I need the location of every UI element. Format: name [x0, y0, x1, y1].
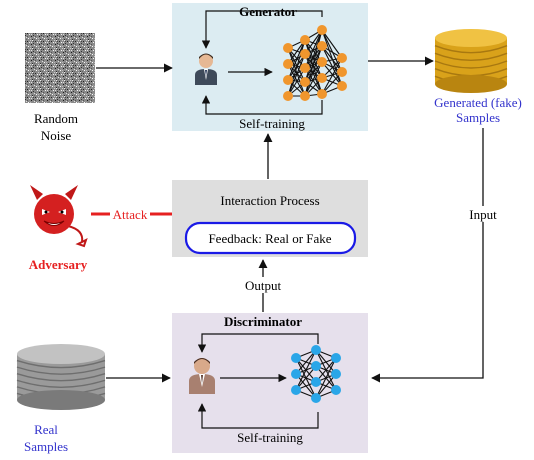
discriminator-self-training-label: Self-training: [237, 430, 303, 445]
network-edge: [315, 357, 337, 383]
network-node: [331, 385, 341, 395]
network-edge: [304, 45, 323, 97]
network-node: [300, 77, 310, 87]
discriminator-panel: Discriminator Self-training: [172, 313, 368, 453]
network-edge: [287, 39, 306, 97]
network-node: [311, 345, 321, 355]
network-node: [311, 393, 321, 403]
network-edge: [304, 39, 323, 95]
network-node: [331, 353, 341, 363]
network-node: [311, 361, 321, 371]
network-edge: [287, 47, 306, 83]
generator-network-icon: [283, 25, 347, 101]
feedback-box: [184, 221, 357, 255]
network-node: [317, 25, 327, 35]
network-edge: [295, 365, 317, 391]
network-node: [300, 91, 310, 101]
network-edge: [315, 373, 337, 399]
input-connector-label: Input: [469, 207, 497, 222]
attack-label: Attack: [113, 207, 148, 222]
network-edge: [287, 67, 306, 97]
discriminator-person-icon: [189, 358, 215, 394]
network-edge: [287, 53, 306, 97]
network-node: [291, 353, 301, 363]
network-node: [317, 41, 327, 51]
network-node: [283, 91, 293, 101]
network-node: [317, 57, 327, 67]
network-node: [300, 63, 310, 73]
network-node: [337, 53, 347, 63]
input-label-bg: [463, 206, 503, 222]
interaction-title: Interaction Process: [220, 193, 319, 208]
output-connector-label: Output: [245, 278, 282, 293]
adversary-label: Adversary: [29, 257, 88, 272]
network-node: [291, 385, 301, 395]
network-node: [317, 89, 327, 99]
generated-samples-label-line1: Generated (fake): [434, 95, 522, 110]
output-label-bg: [240, 277, 286, 293]
network-node: [337, 81, 347, 91]
generated-to-discriminator-connector: [371, 128, 484, 383]
discriminator-title: Discriminator: [224, 314, 302, 329]
generated-samples-label-line2: Samples: [456, 110, 500, 125]
generator-self-training-return: [201, 95, 323, 115]
network-node: [283, 43, 293, 53]
generated-samples-database-icon: [434, 29, 508, 93]
interaction-process-panel: Interaction Process Feedback: Real or Fa…: [172, 180, 368, 257]
database-stripe: [16, 366, 106, 375]
network-node: [331, 369, 341, 379]
network-edge: [321, 29, 343, 87]
network-edge: [315, 357, 337, 399]
discriminator-self-training-return: [197, 403, 319, 429]
network-edge: [321, 61, 343, 87]
adversary-devil-icon: [30, 185, 88, 248]
network-edge: [304, 39, 323, 79]
network-node: [311, 377, 321, 387]
network-edge: [295, 349, 317, 375]
database-stripe: [16, 359, 106, 369]
network-node: [291, 369, 301, 379]
network-edge: [304, 29, 323, 83]
network-edge: [304, 61, 323, 97]
noise-image: [25, 33, 95, 103]
network-edge: [287, 39, 306, 81]
generator-panel: Generator Self-training: [172, 3, 368, 131]
network-node: [337, 67, 347, 77]
noise-label-line1: Random: [34, 111, 78, 126]
network-edge: [295, 349, 317, 391]
feedback-text: Feedback: Real or Fake: [208, 231, 331, 246]
network-node: [283, 59, 293, 69]
network-node: [317, 73, 327, 83]
network-edge: [287, 47, 306, 97]
network-node: [283, 75, 293, 85]
generator-person-icon: [195, 53, 217, 85]
network-edge: [321, 29, 343, 59]
network-edge: [321, 45, 343, 73]
discriminator-network-icon: [291, 345, 341, 403]
random-noise-group: Random Noise: [25, 33, 95, 143]
network-edge: [321, 45, 343, 87]
discriminator-self-training-loop: [197, 333, 319, 353]
real-samples-label-line1: Real: [34, 422, 58, 437]
generator-self-training-loop: [201, 10, 323, 49]
network-node: [300, 49, 310, 59]
noise-label-line2: Noise: [41, 128, 72, 143]
network-edge: [304, 29, 323, 69]
network-edge: [321, 57, 343, 95]
network-edge: [287, 63, 306, 97]
database-stripe: [16, 373, 106, 382]
real-samples-label-line2: Samples: [24, 439, 68, 454]
database-stripe: [434, 45, 508, 54]
real-samples-database-icon: [16, 344, 106, 410]
network-node: [300, 35, 310, 45]
database-stripe: [434, 52, 508, 61]
generator-self-training-label: Self-training: [239, 116, 305, 131]
database-stripe: [16, 379, 106, 388]
database-stripe: [434, 60, 508, 69]
